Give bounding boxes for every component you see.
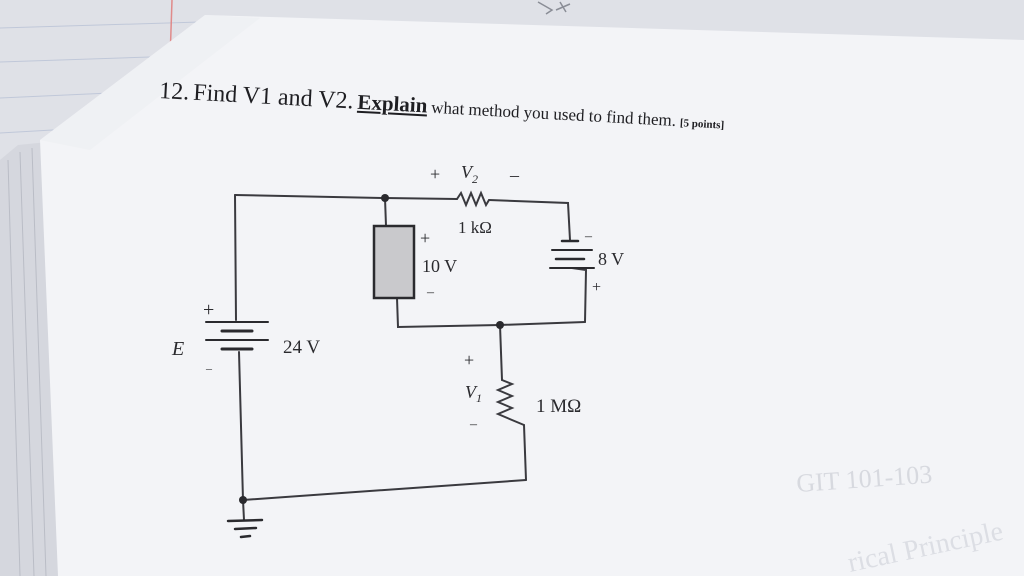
resistor-1k-symbol: [456, 190, 490, 208]
source-e-minus: –: [205, 361, 213, 375]
resistor-1m-label: 1 MΩ: [536, 396, 581, 417]
notebook-lines: [0, 21, 201, 134]
wire-box-bottom: [396, 297, 586, 329]
wire-left-lower: [238, 351, 244, 501]
box-minus-sign: –: [426, 285, 435, 300]
v2-letter: V: [461, 162, 474, 182]
v2-subscript: 2: [472, 172, 478, 186]
v2-minus-sign: –: [509, 165, 520, 185]
source-e-plus: +: [203, 299, 214, 321]
junction-dot-bottom: [239, 496, 247, 504]
v1-letter: V: [465, 382, 478, 402]
question-explain-word: Explain: [356, 89, 429, 118]
wire-left-upper: [234, 194, 237, 321]
wire-resistor-to-right: [488, 199, 571, 241]
v1-plus-sign: +: [464, 350, 474, 370]
v2-plus-sign: +: [430, 164, 440, 184]
resistor-1m-symbol: [495, 379, 525, 426]
junction-dot-middle: [496, 321, 504, 329]
ground-symbol: [226, 518, 264, 539]
page-edges: [7, 147, 47, 576]
box-plus-sign: +: [420, 228, 430, 248]
v2-label: V2: [461, 162, 478, 186]
wire-bottom: [242, 479, 527, 501]
question-points: [5 points]: [679, 117, 725, 132]
textbook-page: [40, 15, 1024, 576]
question-number: 12.: [158, 78, 190, 106]
circuit-diagram: [234, 190, 588, 521]
pen-scribble: [537, 1, 571, 15]
v1-label: V1: [465, 382, 482, 405]
wire-top-left: [234, 194, 386, 199]
battery-8v: [549, 239, 595, 269]
resistor-1k-label: 1 kΩ: [458, 218, 492, 237]
page-shade: [40, 15, 260, 150]
ten-volt-box: [372, 224, 416, 300]
v1-subscript: 1: [476, 391, 482, 405]
junction-dot-top: [381, 194, 389, 202]
box-voltage-label: 10 V: [422, 256, 457, 276]
source-24v-label: 24 V: [283, 337, 320, 358]
source-e-label: E: [171, 338, 184, 360]
wire-to-load: [499, 324, 503, 381]
battery-24v: [205, 321, 269, 351]
wire-right-lower: [523, 424, 527, 481]
wire-to-resistor: [384, 197, 458, 200]
v1-minus-sign: –: [469, 417, 478, 432]
wire-box-top: [384, 197, 387, 227]
battery-8v-plus: +: [592, 279, 601, 296]
battery-8v-label: 8 V: [598, 249, 624, 269]
battery-8v-minus: –: [584, 229, 593, 244]
